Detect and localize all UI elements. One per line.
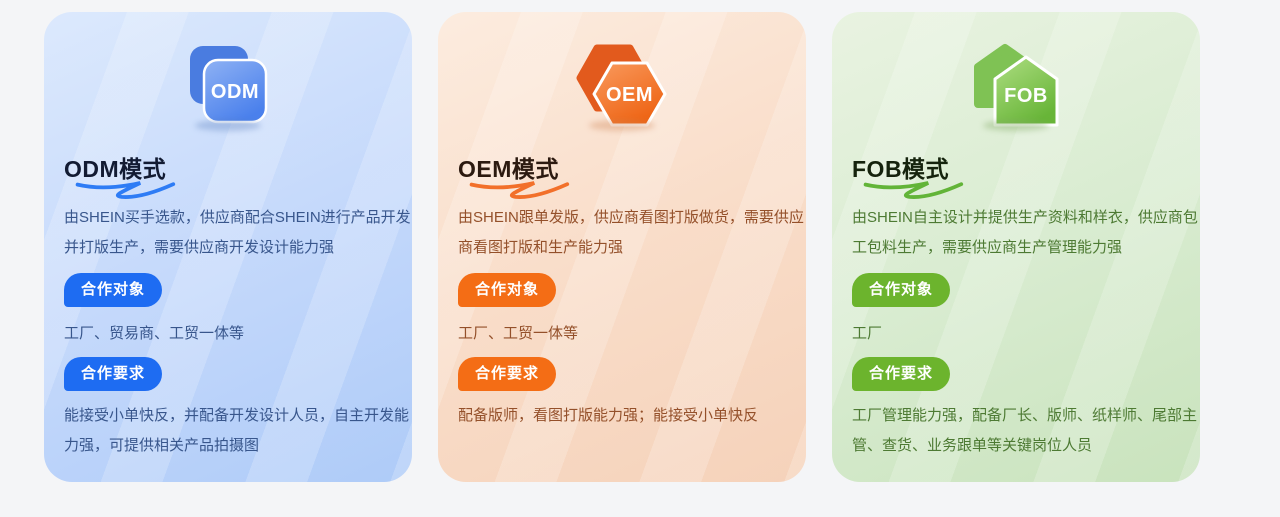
partner-value: 工厂 bbox=[852, 325, 883, 342]
partner-value: 工厂、贸易商、工贸一体等 bbox=[64, 325, 245, 342]
oem-card-title: OEM模式 bbox=[458, 156, 559, 182]
icon-shadow bbox=[589, 120, 655, 131]
partner-value: 工厂、工贸一体等 bbox=[458, 325, 579, 342]
title-underline-squiggle bbox=[863, 181, 964, 199]
requirement-badge: 合作要求 bbox=[852, 357, 951, 391]
odm-stacked-squares-icon: ODM bbox=[190, 46, 268, 124]
requirement-value: 工厂管理能力强，配备厂长、版师、纸样师、尾部主 管、查货、业务跟单等关键岗位人员 bbox=[852, 407, 1198, 454]
requirement-value: 配备版师，看图打版能力强；能接受小单快反 bbox=[458, 407, 759, 424]
fob-stacked-houses-icon: FOB bbox=[974, 44, 1059, 127]
requirement-value: 能接受小单快反，并配备开发设计人员，自主开发能 力强，可提供相关产品拍摄图 bbox=[64, 407, 410, 454]
fob-badge-icon: FOB bbox=[966, 40, 1066, 131]
icon-shadow bbox=[195, 120, 261, 131]
oem-stacked-hexagons-icon: OEM bbox=[576, 44, 667, 127]
oem-icon-label: OEM bbox=[606, 84, 653, 106]
fob-mode-card: FOB FOB模式 由SHEIN自主设计并提供生产资料和样衣，供应商包 工包料生… bbox=[832, 12, 1200, 482]
odm-card-title: ODM模式 bbox=[64, 156, 167, 182]
fob-card-title: FOB模式 bbox=[852, 156, 950, 182]
oem-mode-card: OEM OEM模式 由SHEIN跟单发版，供应商看图打版做货，需要供应 商看图打… bbox=[438, 12, 806, 482]
requirement-badge: 合作要求 bbox=[64, 357, 163, 391]
odm-mode-card: ODM ODM模式 由SHEIN买手选款，供应商配合SHEIN进行产品开发 并打… bbox=[44, 12, 412, 482]
odm-description: 由SHEIN买手选款，供应商配合SHEIN进行产品开发 并打版生产，需要供应商开… bbox=[64, 209, 411, 256]
partner-badge: 合作对象 bbox=[852, 273, 951, 307]
fob-icon-label: FOB bbox=[1004, 85, 1048, 107]
fob-description: 由SHEIN自主设计并提供生产资料和样衣，供应商包 工包料生产，需要供应商生产管… bbox=[852, 209, 1198, 256]
odm-icon-label: ODM bbox=[211, 81, 259, 103]
oem-description: 由SHEIN跟单发版，供应商看图打版做货，需要供应 商看图打版和生产能力强 bbox=[458, 209, 804, 256]
title-underline-squiggle bbox=[469, 181, 570, 199]
requirement-badge: 合作要求 bbox=[458, 357, 557, 391]
odm-badge-icon: ODM bbox=[178, 40, 278, 131]
partner-badge: 合作对象 bbox=[458, 273, 557, 307]
card-title-block: ODM模式 bbox=[64, 155, 184, 199]
card-title-block: FOB模式 bbox=[852, 155, 972, 199]
oem-badge-icon: OEM bbox=[572, 40, 672, 131]
partner-badge: 合作对象 bbox=[64, 273, 163, 307]
title-underline-squiggle bbox=[75, 181, 176, 199]
cooperation-modes-row: ODM ODM模式 由SHEIN买手选款，供应商配合SHEIN进行产品开发 并打… bbox=[44, 12, 1200, 482]
icon-shadow bbox=[983, 120, 1049, 131]
card-title-block: OEM模式 bbox=[458, 155, 578, 199]
